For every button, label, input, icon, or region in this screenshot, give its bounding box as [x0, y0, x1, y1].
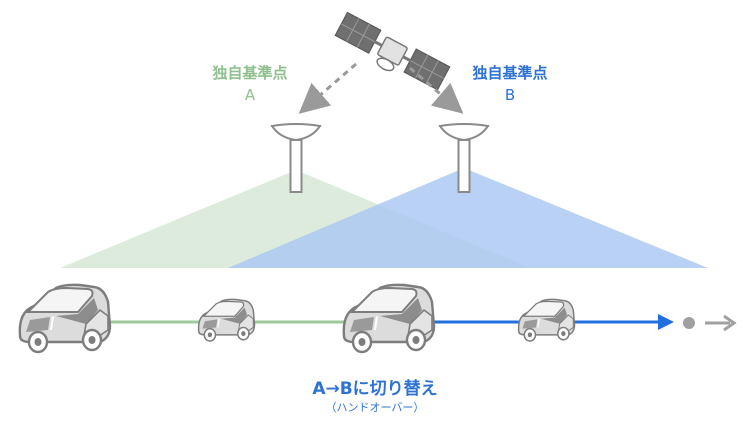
handover-caption: A→Bに切り替え （ハンドオーバー）: [250, 378, 500, 416]
car-icon-large-left: [18, 283, 112, 354]
car-icon-small-left: [197, 298, 256, 342]
car-icon-large-center: [342, 283, 436, 354]
handover-caption-sub: （ハンドオーバー）: [325, 401, 425, 414]
car-icon-small-right: [517, 298, 576, 342]
route-arrowhead: [658, 314, 674, 330]
continuation-arrow-icon: [705, 314, 737, 332]
antenna-icon-b: [438, 123, 490, 193]
station-label-b: 独自基準点 B: [450, 62, 570, 106]
signal-arrow-a: [298, 62, 357, 114]
continuation-dot: [683, 317, 695, 329]
station-a-title: 独自基準点: [212, 64, 288, 82]
satellite-icon: [334, 11, 451, 91]
antenna-icon-a: [270, 123, 322, 193]
station-b-letter: B: [504, 86, 516, 104]
handover-caption-main: A→Bに切り替え: [312, 379, 438, 399]
coverage-area-b: [228, 168, 708, 268]
signal-arrow-b: [409, 66, 464, 114]
station-label-a: 独自基準点 A: [190, 62, 310, 106]
station-a-letter: A: [244, 86, 256, 104]
station-b-title: 独自基準点: [472, 64, 548, 82]
